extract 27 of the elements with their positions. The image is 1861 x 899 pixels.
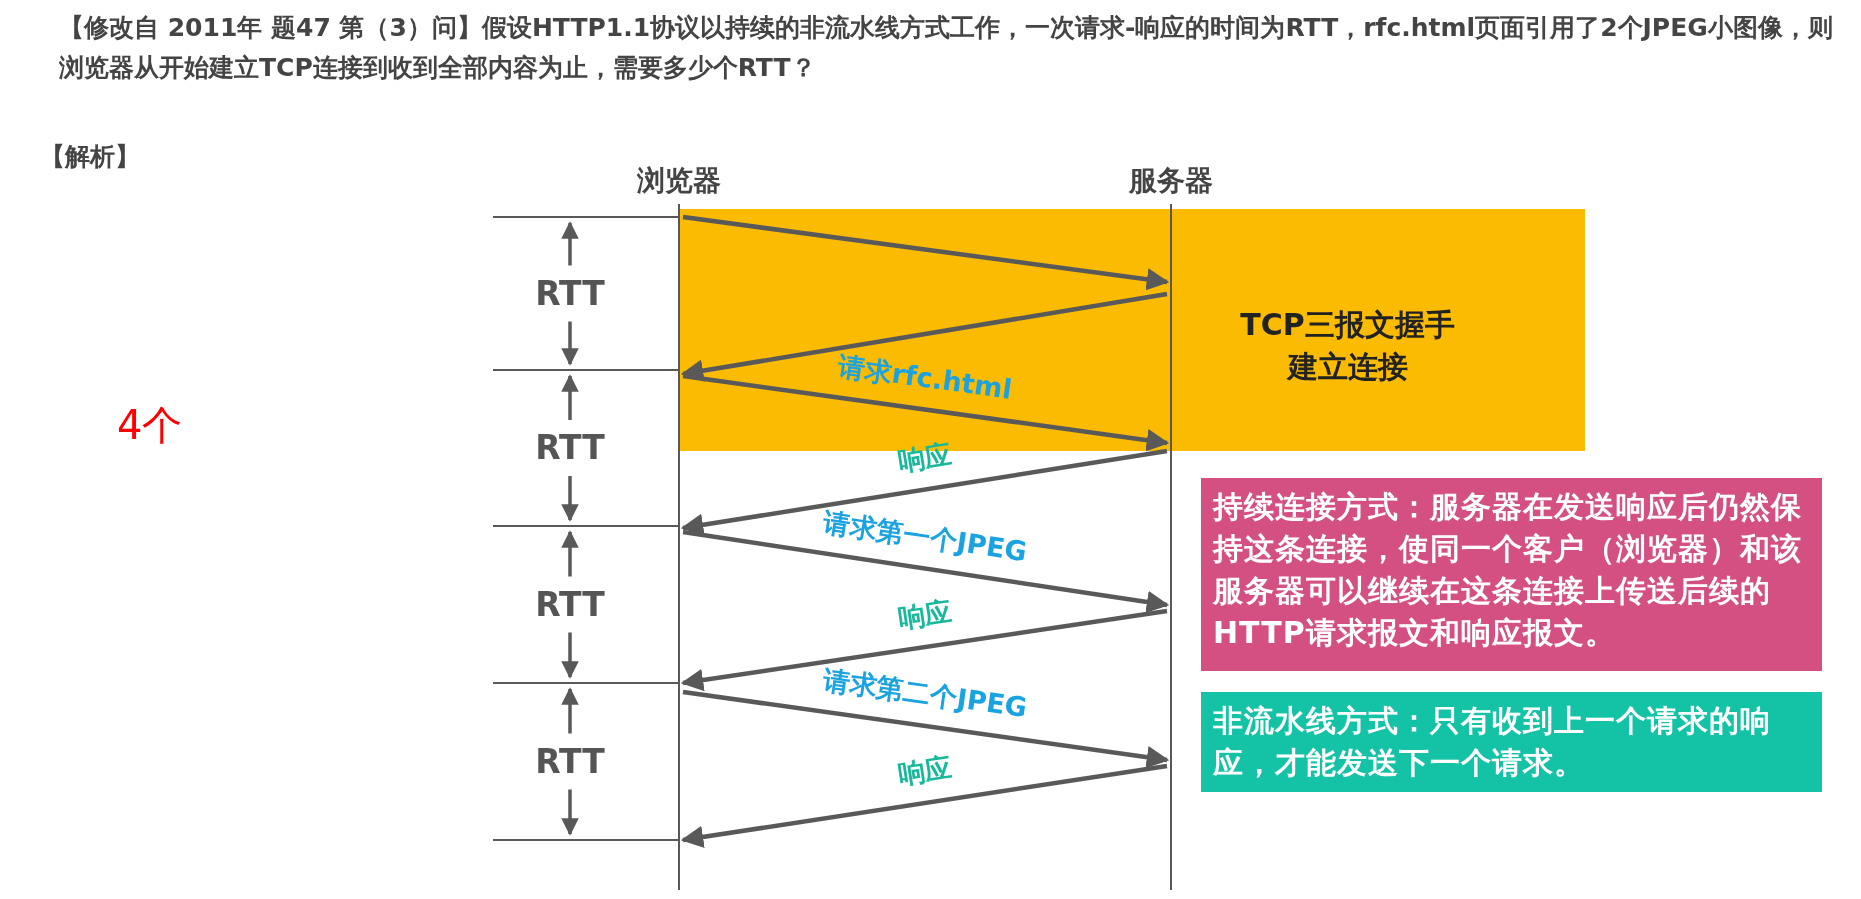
message-arrow [682, 373, 1170, 452]
lifeline-header: 浏览器 [636, 163, 722, 199]
rtt-label: RTT [534, 272, 606, 315]
edge-label: 响应 [894, 436, 955, 479]
edge-label: 响应 [894, 594, 955, 636]
message-arrow [680, 763, 1168, 849]
rtt-label: RTT [534, 740, 606, 783]
rtt-label: RTT [534, 427, 606, 469]
message-arrow [682, 689, 1170, 769]
message-arrow [680, 291, 1168, 382]
question-text: 【修改自 2011年 题47 第（3）问】假设HTTP1.1协议以持续的非流水线方式工作，一次请求-响应的时间为RTT，rfc.html页面引用了2个JPEG小图像，则浏览器从开始建立TCP连接到收到全部内容为止，需要多少个RTT？ [59, 12, 1834, 84]
edge-label: 响应 [894, 750, 955, 792]
band-text: TCP三报文握手建立连接 [1240, 306, 1455, 386]
section-heading: 【解析】 [40, 141, 140, 173]
answer-text: 4个 [117, 401, 183, 450]
edge-label: 请求rfc.html [835, 348, 1015, 407]
note-box: 非流水线方式：只有收到上一个请求的响应，才能发送下一个请求。 [1201, 692, 1822, 792]
note-box: 持续连接方式：服务器在发送响应后仍然保持这条连接，使同一个客户（浏览器）和该服务器可以继续在这条连接上传送后续的HTTP请求报文和响应报文。 [1201, 478, 1822, 671]
message-arrow [682, 529, 1170, 614]
rtt-label: RTT [534, 583, 606, 626]
edge-label: 请求第一个JPEG [820, 504, 1030, 569]
edge-label: 请求第二个JPEG [820, 662, 1030, 726]
highlight-band [1172, 209, 1585, 451]
message-arrow [680, 608, 1168, 692]
message-arrow [682, 214, 1170, 291]
lifeline-header: 服务器 [1128, 163, 1214, 199]
message-arrow [680, 448, 1168, 536]
